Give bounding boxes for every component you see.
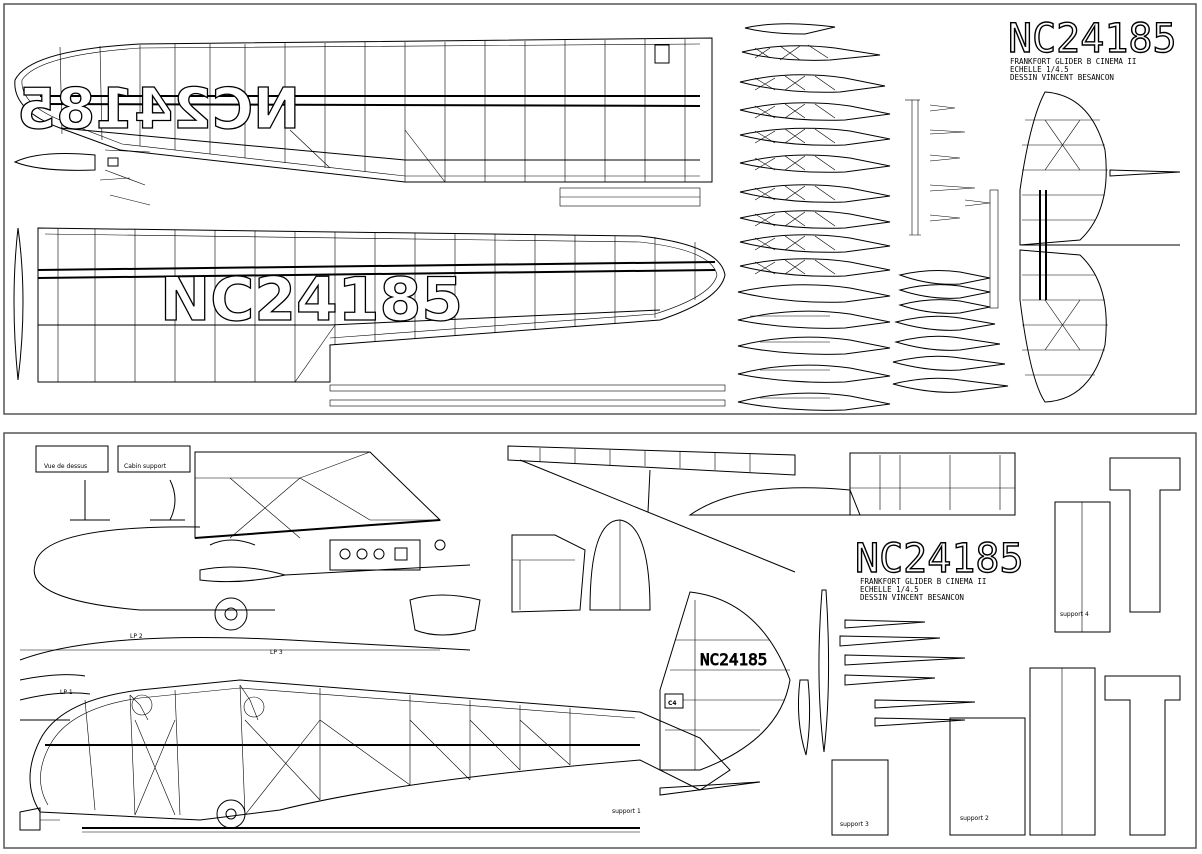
title-bottom-line2: ECHELLE 1/4.5 — [860, 585, 919, 594]
title-bottom-line3: DESSIN VINCENT BESANCON — [860, 593, 964, 602]
cabin-truss — [194, 451, 442, 539]
label-panel-right: Cabin support — [124, 463, 167, 470]
label-support-3: support 3 — [840, 821, 869, 828]
upper-wing-plan: NC24185 — [14, 37, 713, 183]
title-top-line3: DESSIN VINCENT BESANCON — [1010, 73, 1114, 82]
wingtip-profile — [13, 227, 24, 381]
rudder-tag — [664, 693, 684, 709]
title-bottom-line1: FRANKFORT GLIDER B CINEMA II — [860, 577, 986, 586]
title-block-top: NC24185 FRANKFORT GLIDER B CINEMA II ECH… — [1007, 15, 1177, 82]
title-block-bottom: NC24185 FRANKFORT GLIDER B CINEMA II ECH… — [854, 535, 1024, 602]
fuselage-side-view — [29, 679, 731, 833]
assembly-supports: support 4 support 3 support 2 support 1 — [612, 457, 1181, 836]
aileron-ribs — [892, 99, 1009, 393]
nose-fairing — [688, 487, 861, 516]
lower-wing-plan: NC24185 — [37, 227, 726, 383]
bottom-small-parts: Vue de dessus Cabin support — [35, 445, 191, 521]
label-support-1: support 1 — [612, 808, 641, 815]
fuselage-side-curves — [19, 526, 471, 661]
label-support-4: support 4 — [1060, 611, 1089, 618]
tailplane-plan — [1019, 91, 1181, 403]
bottom-sheet-frame — [3, 432, 1197, 849]
title-bottom-registration: NC24185 — [855, 536, 1024, 582]
title-top-line2: ECHELLE 1/4.5 — [1010, 65, 1069, 74]
label-lp3: LP 3 — [270, 649, 283, 656]
instrument-panel — [329, 539, 446, 571]
label-lp2: LP 2 — [130, 633, 143, 640]
windscreen-piece — [409, 594, 481, 636]
seat-and-canopy — [511, 519, 651, 613]
spar-strips-top — [329, 187, 726, 407]
wing-detail-sketches — [13, 149, 151, 206]
fuselage-plan-section — [849, 452, 1016, 516]
small-profiles — [19, 674, 91, 831]
label-panel-left: Vue de dessus — [44, 463, 87, 470]
wing-ribs-column — [737, 23, 891, 411]
top-sheet-frame — [3, 3, 1197, 415]
fin-rudder: NC24185 C4 — [659, 591, 791, 771]
title-top-registration: NC24185 — [1008, 16, 1177, 62]
tail-boom-diagonal — [507, 445, 796, 573]
fin-registration: NC24185 — [700, 650, 767, 669]
upper-wing-registration: NC24185 — [17, 77, 300, 142]
title-top-line1: FRANKFORT GLIDER B CINEMA II — [1010, 57, 1136, 66]
lower-wing-registration: NC24185 — [160, 265, 463, 335]
fin-parts — [659, 589, 976, 796]
rudder-label: C4 — [668, 700, 677, 707]
label-support-2: support 2 — [960, 815, 989, 822]
